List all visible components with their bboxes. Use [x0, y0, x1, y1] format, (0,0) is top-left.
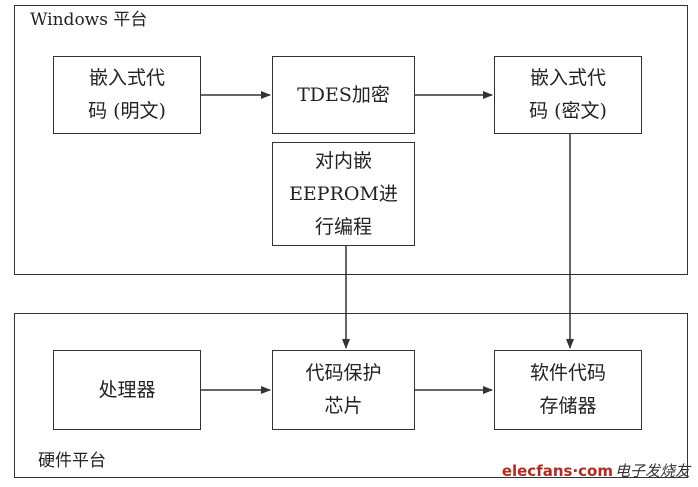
embedded-code-ciphertext-label: 嵌入式代 码 (密文)	[529, 67, 607, 122]
eeprom-programming-label: 对内嵌 EEPROM进 行编程	[289, 149, 398, 238]
watermark-cn: 电子发烧友	[614, 462, 690, 480]
tdes-encryption-box: TDES加密	[272, 56, 415, 134]
software-code-storage-box: 软件代码 存储器	[494, 350, 642, 430]
tdes-encryption-label: TDES加密	[297, 83, 390, 106]
code-protection-chip-label: 代码保护 芯片	[305, 362, 382, 417]
watermark-site: elecfans·com	[501, 462, 613, 480]
processor-label: 处理器	[98, 378, 156, 401]
embedded-code-plaintext-box: 嵌入式代 码 (明文)	[53, 56, 201, 134]
embedded-code-ciphertext-box: 嵌入式代 码 (密文)	[494, 56, 642, 134]
windows-platform-region	[14, 5, 688, 275]
eeprom-programming-box: 对内嵌 EEPROM进 行编程	[272, 142, 415, 246]
software-code-storage-label: 软件代码 存储器	[529, 362, 606, 417]
windows-platform-title: Windows 平台	[30, 10, 148, 30]
embedded-code-plaintext-label: 嵌入式代 码 (明文)	[88, 67, 166, 122]
hardware-platform-title: 硬件平台	[38, 451, 106, 471]
processor-box: 处理器	[53, 350, 201, 430]
code-protection-chip-box: 代码保护 芯片	[272, 350, 415, 430]
hardware-platform-region	[14, 313, 688, 478]
